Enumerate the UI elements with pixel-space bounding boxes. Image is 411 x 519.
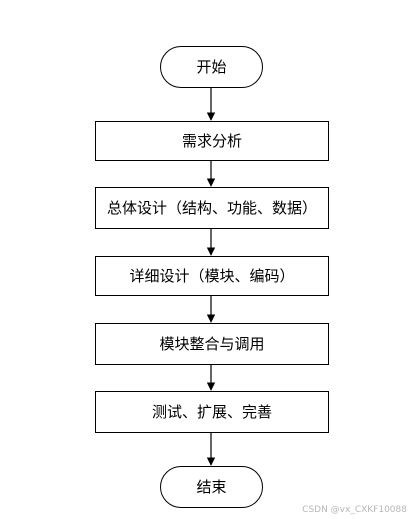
step-5-label: 测试、扩展、完善 bbox=[151, 403, 272, 421]
step-1-label: 需求分析 bbox=[181, 132, 242, 150]
start-node: 开始 bbox=[160, 46, 263, 88]
step-4-label: 模块整合与调用 bbox=[159, 335, 265, 353]
step-module-integration: 模块整合与调用 bbox=[95, 323, 329, 365]
step-overall-design: 总体设计（结构、功能、数据） bbox=[95, 187, 329, 229]
step-requirements-analysis: 需求分析 bbox=[95, 121, 329, 161]
start-node-label: 开始 bbox=[196, 58, 227, 76]
step-2-label: 总体设计（结构、功能、数据） bbox=[106, 199, 317, 217]
watermark-text: CSDN @vx_CXKF10088 bbox=[302, 505, 407, 515]
step-detailed-design: 详细设计（模块、编码） bbox=[95, 256, 329, 296]
step-3-label: 详细设计（模块、编码） bbox=[129, 267, 295, 285]
step-testing: 测试、扩展、完善 bbox=[95, 391, 329, 433]
end-node: 结束 bbox=[160, 466, 263, 508]
end-node-label: 结束 bbox=[196, 478, 227, 496]
